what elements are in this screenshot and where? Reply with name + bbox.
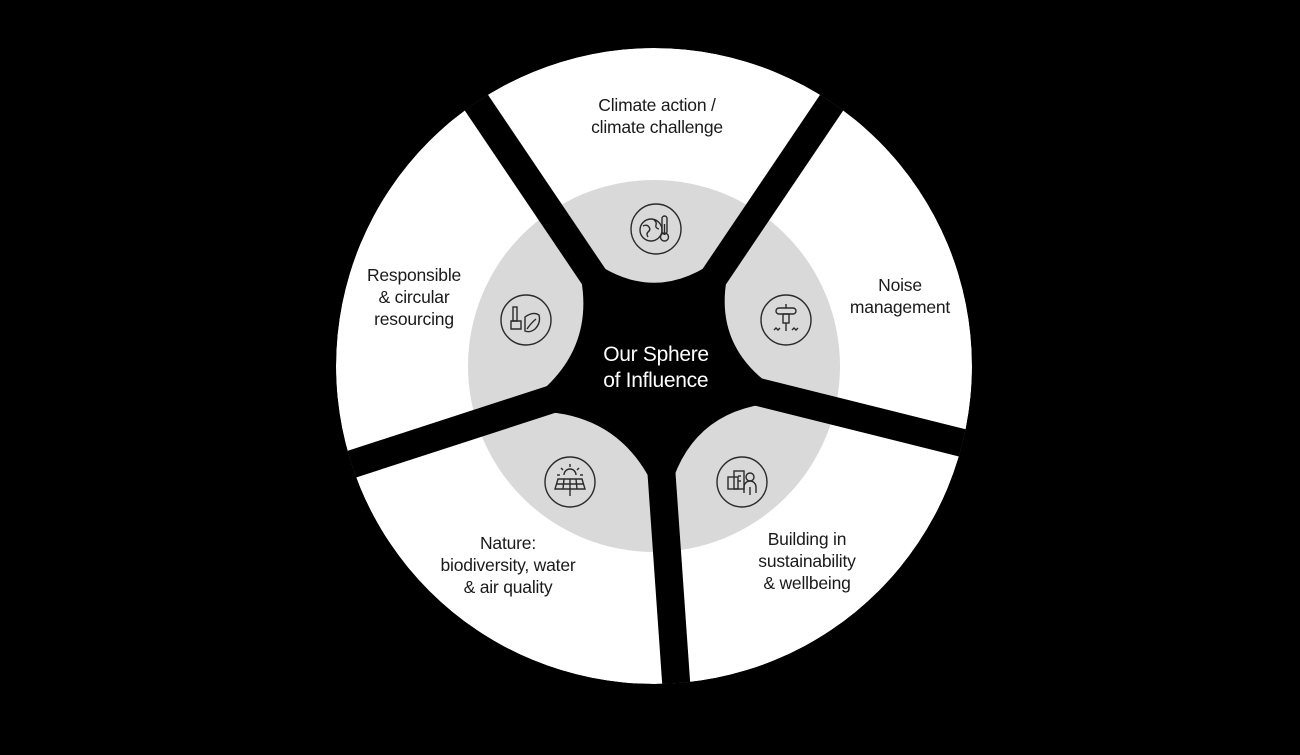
- label-line: management: [849, 297, 951, 317]
- label-resourcing: Responsible & circular resourcing: [367, 264, 461, 330]
- label-line: biodiversity, water: [440, 555, 576, 575]
- label-line: Climate action /: [598, 95, 716, 115]
- label-line: Nature:: [479, 533, 536, 553]
- label-line: & wellbeing: [763, 573, 851, 593]
- center-title-line: Our Sphere: [603, 343, 709, 366]
- label-building: Building in sustainability & wellbeing: [758, 528, 856, 594]
- label-line: Responsible: [366, 265, 462, 285]
- factory-leaf-icon: [500, 294, 552, 346]
- label-climate: Climate action / climate challenge: [591, 94, 723, 138]
- label-line: climate challenge: [591, 117, 723, 137]
- buildings-person-icon: [716, 456, 768, 508]
- center-title: Our Sphere of Influence: [603, 342, 709, 394]
- label-nature: Nature: biodiversity, water & air qualit…: [441, 532, 576, 598]
- solar-panel-sun-icon: [544, 456, 596, 508]
- label-noise: Noise management: [850, 274, 950, 318]
- center-title-line: of Influence: [603, 369, 709, 392]
- globe-thermometer-icon: [630, 203, 682, 255]
- label-line: & circular: [378, 287, 450, 307]
- label-line: resourcing: [374, 309, 454, 329]
- label-line: Building in: [767, 529, 847, 549]
- jackhammer-icon: [760, 294, 812, 346]
- label-line: sustainability: [758, 551, 856, 571]
- center-star: [511, 241, 800, 516]
- label-line: Noise: [878, 275, 922, 295]
- label-line: & air quality: [463, 577, 553, 597]
